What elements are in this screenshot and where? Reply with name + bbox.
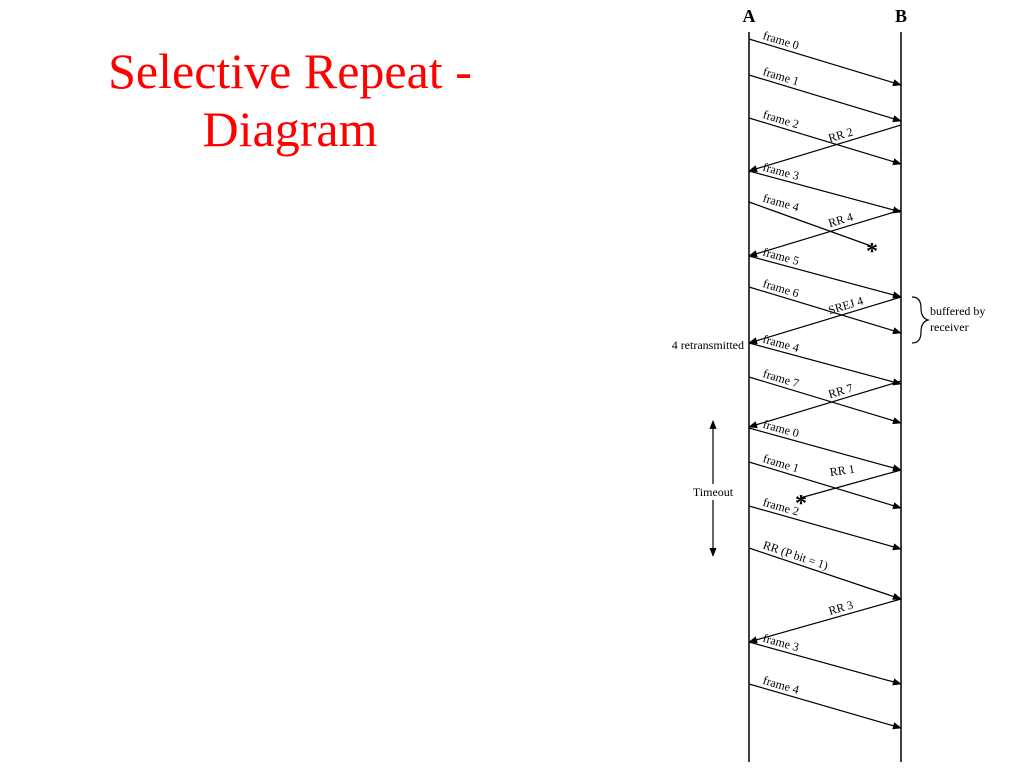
message-arrow-13: [748, 380, 902, 429]
message-arrow-4: [748, 124, 902, 173]
message-label-6: frame 4: [761, 191, 800, 214]
message-arrow-18: [748, 547, 902, 600]
buffered-label-line-1: buffered by: [930, 304, 985, 318]
slide-title-line-2: Diagram: [202, 101, 378, 157]
message-arrow-7: [748, 209, 902, 258]
loss-marker-6: *: [866, 239, 878, 265]
station-b-label: B: [895, 6, 907, 26]
buffered-brace: [911, 296, 931, 344]
message-arrow-11: [748, 342, 902, 386]
message-arrow-6: [748, 201, 872, 247]
message-arrow-5: [748, 170, 902, 214]
message-label-13: RR 7: [827, 381, 855, 402]
message-arrow-10: [748, 296, 902, 345]
message-arrow-15: [748, 461, 902, 510]
message-label-7: RR 4: [827, 210, 855, 231]
message-arrow-14: [748, 427, 902, 472]
message-label-16: RR 1: [829, 462, 856, 479]
message-arrow-8: [748, 255, 902, 299]
timeout-label: Timeout: [693, 485, 734, 499]
message-label-19: RR 3: [827, 598, 855, 618]
station-a-label: A: [743, 6, 756, 26]
message-arrow-19: [748, 598, 902, 644]
message-arrow-12: [748, 376, 902, 425]
loss-marker-16: *: [795, 491, 807, 517]
message-label-4: RR 2: [827, 125, 855, 146]
message-arrow-3: [748, 117, 902, 166]
message-arrow-16: [799, 469, 902, 499]
slide-title-line-1: Selective Repeat -: [108, 43, 472, 99]
message-arrow-2: [748, 74, 902, 123]
buffered-label-line-2: receiver: [930, 320, 969, 334]
timeout-label-backdrop: [680, 484, 746, 500]
message-arrow-21: [748, 683, 902, 730]
message-arrow-9: [748, 286, 902, 335]
message-arrow-20: [748, 641, 902, 686]
message-arrow-17: [748, 505, 902, 551]
retransmitted-label: 4 retransmitted: [672, 338, 744, 352]
slide-title: Selective Repeat - Diagram: [40, 42, 540, 158]
message-arrow-1: [748, 38, 902, 87]
